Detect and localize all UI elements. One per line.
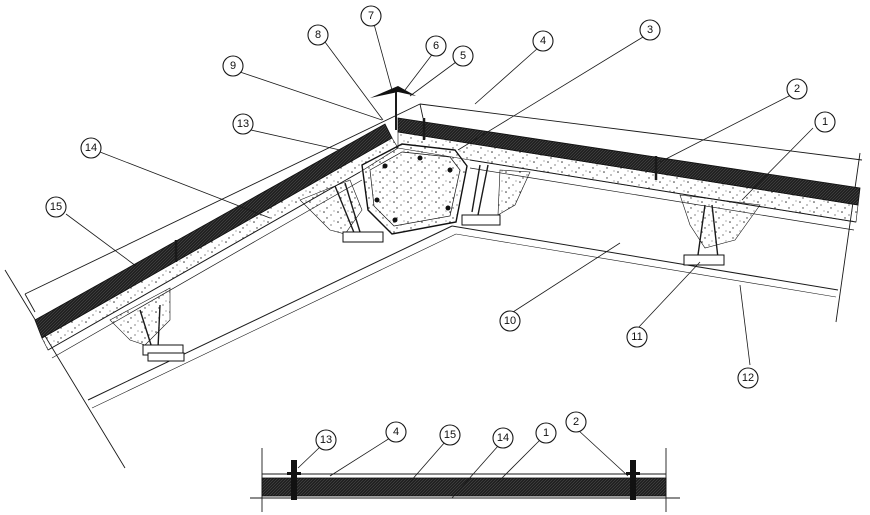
- rebar: [445, 205, 451, 211]
- detail-callout-4: 4: [385, 421, 407, 443]
- coping-end-left: [24, 293, 36, 313]
- ridge-beam: [361, 143, 468, 235]
- callout-15: 15: [45, 196, 67, 218]
- callout-8: 8: [307, 24, 329, 46]
- svg-text:1: 1: [543, 427, 549, 439]
- detail-leader-lines: [297, 429, 629, 499]
- rebar: [447, 167, 453, 173]
- detail-callout-15: 15: [439, 424, 461, 446]
- hanger-bracket: [334, 182, 384, 243]
- callout-2: 2: [786, 78, 808, 100]
- membrane-right: [397, 117, 861, 206]
- callout-11: 11: [626, 326, 648, 348]
- svg-text:15: 15: [444, 429, 456, 441]
- haunch: [299, 179, 363, 235]
- svg-text:4: 4: [540, 35, 546, 47]
- detail-callout-14: 14: [492, 427, 514, 449]
- callout-7: 7: [360, 5, 382, 27]
- svg-text:4: 4: [393, 426, 399, 438]
- rebar: [374, 197, 380, 203]
- callout-9: 9: [222, 55, 244, 77]
- svg-text:7: 7: [368, 10, 374, 22]
- detail-membrane: [261, 477, 667, 497]
- svg-text:14: 14: [85, 142, 97, 154]
- svg-text:13: 13: [237, 118, 249, 130]
- detail-callout-1: 1: [535, 422, 557, 444]
- haunch: [497, 169, 531, 216]
- callout-13: 13: [232, 113, 254, 135]
- rebar: [382, 163, 388, 169]
- callout-3: 3: [639, 19, 661, 41]
- coping-end-ridge: [419, 103, 424, 119]
- svg-text:3: 3: [647, 24, 653, 36]
- detail-anchor-right: [626, 460, 640, 500]
- svg-text:10: 10: [504, 315, 516, 327]
- svg-text:6: 6: [433, 40, 439, 52]
- svg-text:13: 13: [320, 434, 332, 446]
- deck-line-right-top: [469, 159, 857, 223]
- callout-5: 5: [452, 45, 474, 67]
- detail-section: 13 4 15 14 1 2: [250, 411, 680, 512]
- detail-anchor-left: [287, 460, 301, 500]
- svg-text:8: 8: [315, 29, 321, 41]
- callout-1: 1: [814, 111, 836, 133]
- callout-6: 6: [425, 35, 447, 57]
- svg-text:15: 15: [50, 201, 62, 213]
- detail-callout-2: 2: [565, 411, 587, 433]
- detail-callout-13: 13: [315, 429, 337, 451]
- main-section: 1 2 3 4 5 6 7 8 9 10 11 12 13 14 15: [4, 5, 863, 469]
- left-break-line: [4, 269, 126, 469]
- hanger-bracket: [683, 204, 725, 266]
- svg-text:2: 2: [573, 416, 579, 428]
- haunch: [109, 287, 171, 346]
- svg-text:9: 9: [230, 60, 236, 72]
- ceiling-line-left: [87, 225, 453, 401]
- svg-text:12: 12: [742, 372, 754, 384]
- leader-lines: [65, 23, 814, 366]
- svg-text:2: 2: [794, 83, 800, 95]
- rebar: [417, 155, 423, 161]
- callout-14: 14: [80, 137, 102, 159]
- deck-line-right-bottom: [469, 167, 855, 231]
- ridge-cap: [370, 86, 416, 98]
- coping-line-right: [419, 103, 863, 161]
- callout-4: 4: [532, 30, 554, 52]
- svg-text:1: 1: [822, 116, 828, 128]
- haunch: [679, 194, 761, 249]
- ceiling-line-right: [451, 225, 839, 291]
- ceiling-line-right-2: [455, 233, 837, 298]
- right-break-line: [835, 152, 861, 323]
- rebar: [392, 217, 398, 223]
- hanger-bracket: [139, 304, 185, 362]
- svg-text:5: 5: [460, 50, 466, 62]
- svg-text:14: 14: [497, 432, 509, 444]
- callout-12: 12: [737, 367, 759, 389]
- hanger-bracket: [461, 164, 501, 226]
- screed-left: [41, 137, 399, 351]
- svg-text:11: 11: [631, 331, 642, 343]
- ridge-beam-rebar-cage: [369, 151, 461, 227]
- coping-line-left: [24, 103, 421, 295]
- ceiling-line-left-2: [91, 233, 457, 409]
- callout-10: 10: [499, 310, 521, 332]
